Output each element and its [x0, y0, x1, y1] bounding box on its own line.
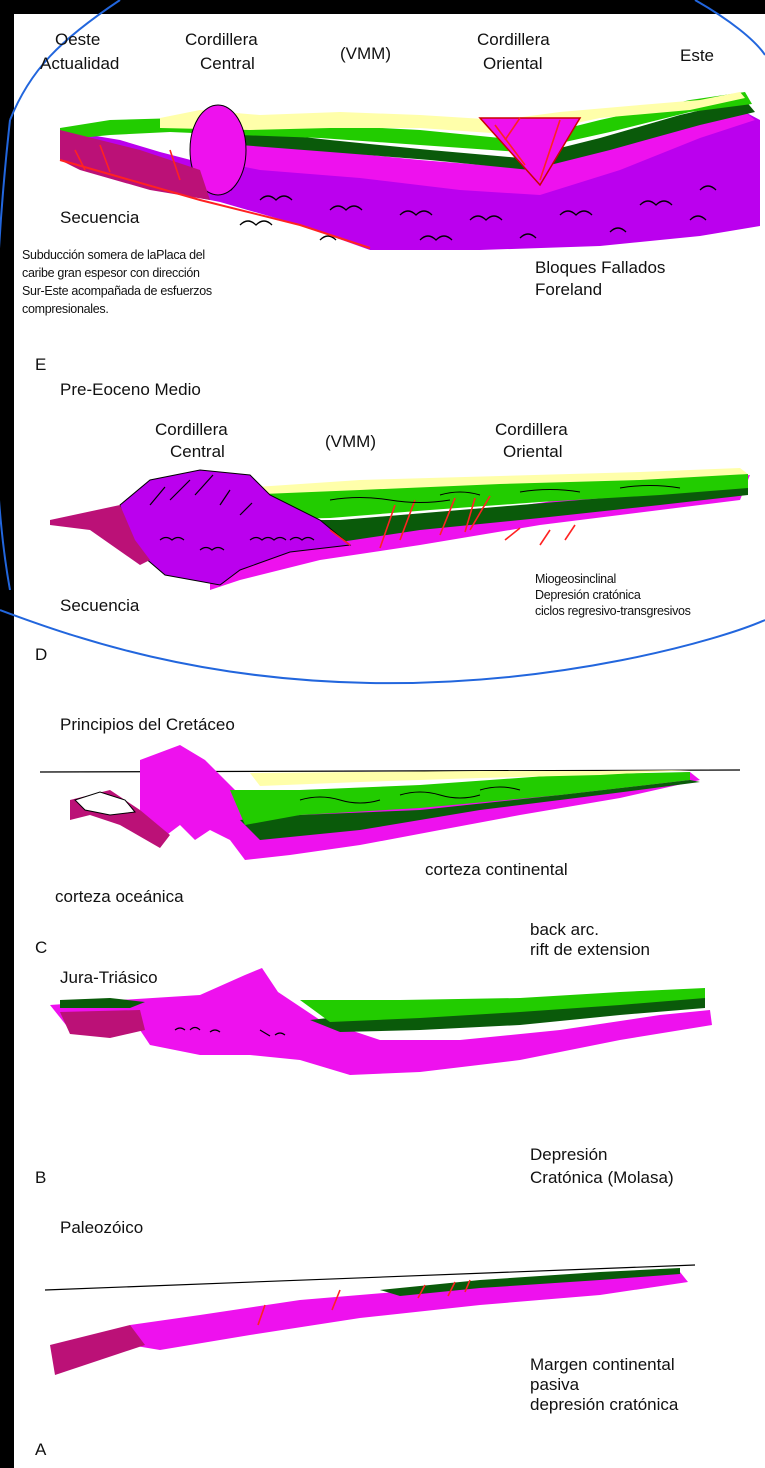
note-e-line-3: Sur-Este acompañada de esfuerzos: [22, 284, 212, 299]
label-e-vmm: (VMM): [340, 44, 391, 63]
section-e-actualidad: [60, 92, 760, 250]
label-oeste: Oeste: [55, 30, 100, 49]
label-d-cordillera-oriental-2: Oriental: [503, 442, 563, 461]
note-e-line-1: Subducción somera de laPlaca del: [22, 248, 205, 263]
label-e-cordillera-central-2: Central: [200, 54, 255, 73]
frame-left: [0, 0, 14, 1468]
note-a-line-3: depresión cratónica: [530, 1395, 678, 1414]
note-b-line-1: Depresión: [530, 1145, 608, 1164]
label-a-title: Paleozóico: [60, 1218, 143, 1237]
label-c-title: Principios del Cretáceo: [60, 715, 235, 734]
label-d-secuencia: Secuencia: [60, 596, 139, 615]
label-e-cordillera-central-1: Cordillera: [185, 30, 258, 49]
section-a-slab: [50, 1325, 145, 1375]
note-a-line-1: Margen continental: [530, 1355, 675, 1374]
label-e-secuencia: Secuencia: [60, 208, 139, 227]
stage-letter-a: A: [35, 1440, 46, 1459]
label-d-cordillera-oriental-1: Cordillera: [495, 420, 568, 439]
stage-letter-b: B: [35, 1168, 46, 1187]
label-bloques-fallados: Bloques Fallados: [535, 258, 665, 277]
label-foreland: Foreland: [535, 280, 602, 299]
stage-letter-d: D: [35, 645, 47, 664]
note-c-line-1: back arc.: [530, 920, 599, 939]
note-a-line-2: pasiva: [530, 1375, 579, 1394]
section-c-cretaceo: [40, 745, 740, 860]
label-e-cordillera-oriental-2: Oriental: [483, 54, 543, 73]
label-d-vmm: (VMM): [325, 432, 376, 451]
label-b-title: Jura-Triásico: [60, 968, 158, 987]
note-d-line-1: Miogeosinclinal: [535, 572, 616, 587]
note-e-line-4: compresionales.: [22, 302, 109, 317]
label-corteza-continental: corteza continental: [425, 860, 568, 879]
note-d-line-3: ciclos regresivo-transgresivos: [535, 604, 691, 619]
stage-letter-e: E: [35, 355, 46, 374]
note-d-line-2: Depresión cratónica: [535, 588, 640, 603]
label-e-cordillera-oriental-1: Cordillera: [477, 30, 550, 49]
frame-top: [0, 0, 765, 14]
stage-letter-c: C: [35, 938, 47, 957]
section-d-pre-eoceno: [50, 468, 750, 590]
section-b-slab: [60, 1010, 145, 1038]
label-este: Este: [680, 46, 714, 65]
label-corteza-oceanica: corteza oceánica: [55, 887, 184, 906]
label-d-title: Pre-Eoceno Medio: [60, 380, 201, 399]
label-actualidad: Actualidad: [40, 54, 119, 73]
highlight-ellipse: [0, 0, 765, 683]
label-d-cordillera-central-1: Cordillera: [155, 420, 228, 439]
note-e-line-2: caribe gran espesor con dirección: [22, 266, 200, 281]
label-d-cordillera-central-2: Central: [170, 442, 225, 461]
note-c-line-2: rift de extension: [530, 940, 650, 959]
note-b-line-2: Cratónica (Molasa): [530, 1168, 674, 1187]
